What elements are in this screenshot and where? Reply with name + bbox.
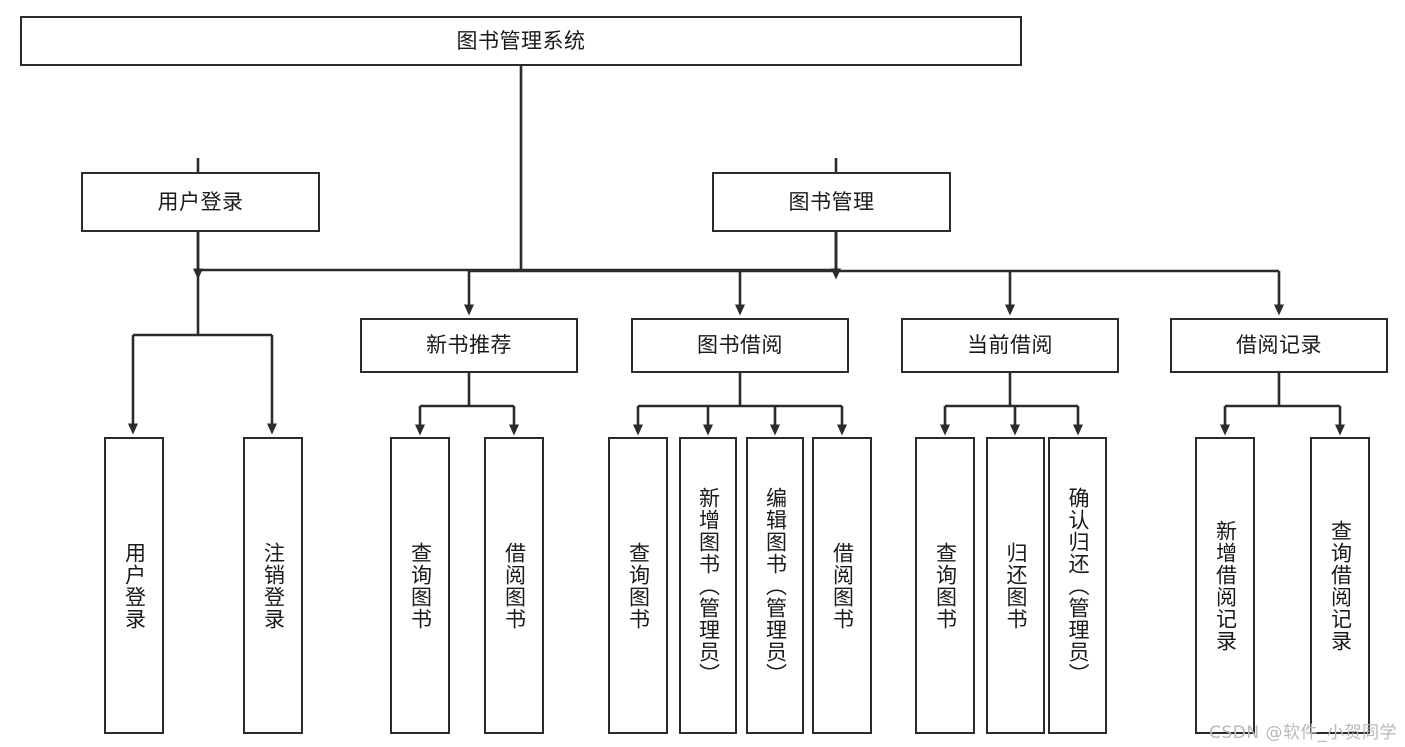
node-label: 当前借阅 (967, 333, 1053, 358)
node-label: 查询图书 (408, 541, 433, 630)
node-label: 归还图书 (1004, 541, 1028, 630)
node-label: 用户登录 (157, 189, 244, 214)
node-leaf-borrow-book[interactable]: 借阅图书 (812, 437, 872, 734)
node-label: 注销登录 (261, 541, 286, 630)
node-leaf-query-book-newbook[interactable]: 查询图书 (390, 437, 450, 734)
node-label: 借阅图书 (502, 541, 527, 630)
node-leaf-add-borrow-record[interactable]: 新增借阅记录 (1195, 437, 1255, 734)
node-leaf-confirm-return-admin[interactable]: 确认归还（管理员） (1048, 437, 1107, 734)
node-label: 借阅图书 (830, 541, 855, 630)
node-label: 查询图书 (933, 541, 958, 630)
node-leaf-query-book-borrow[interactable]: 查询图书 (608, 437, 668, 734)
node-label: 新增图书（管理员） (696, 486, 721, 685)
node-label: 编辑图书（管理员） (763, 486, 788, 685)
node-label: 图书管理 (788, 189, 875, 214)
node-leaf-logout[interactable]: 注销登录 (243, 437, 303, 734)
node-label: 用户登录 (122, 541, 147, 630)
node-root-system[interactable]: 图书管理系统 (20, 16, 1022, 66)
node-leaf-add-book-admin[interactable]: 新增图书（管理员） (679, 437, 737, 734)
node-book-borrow[interactable]: 图书借阅 (631, 318, 849, 373)
node-label: 新书推荐 (426, 333, 512, 358)
node-label: 图书管理系统 (456, 28, 586, 53)
node-leaf-query-book-current[interactable]: 查询图书 (915, 437, 975, 734)
node-label: 图书借阅 (697, 333, 783, 358)
node-label: 查询借阅记录 (1328, 519, 1353, 652)
node-user-login[interactable]: 用户登录 (81, 172, 320, 232)
node-leaf-return-book[interactable]: 归还图书 (986, 437, 1045, 734)
node-label: 查询图书 (626, 541, 651, 630)
node-borrow-record[interactable]: 借阅记录 (1170, 318, 1388, 373)
node-leaf-edit-book-admin[interactable]: 编辑图书（管理员） (746, 437, 804, 734)
node-leaf-query-borrow-record[interactable]: 查询借阅记录 (1310, 437, 1370, 734)
node-current-borrow[interactable]: 当前借阅 (901, 318, 1119, 373)
node-label: 确认归还（管理员） (1066, 486, 1090, 685)
node-leaf-borrow-book-newbook[interactable]: 借阅图书 (484, 437, 544, 734)
node-book-management[interactable]: 图书管理 (712, 172, 951, 232)
node-label: 新增借阅记录 (1213, 519, 1238, 652)
node-new-book-recommend[interactable]: 新书推荐 (360, 318, 578, 373)
node-label: 借阅记录 (1236, 333, 1322, 358)
node-leaf-user-login[interactable]: 用户登录 (104, 437, 164, 734)
